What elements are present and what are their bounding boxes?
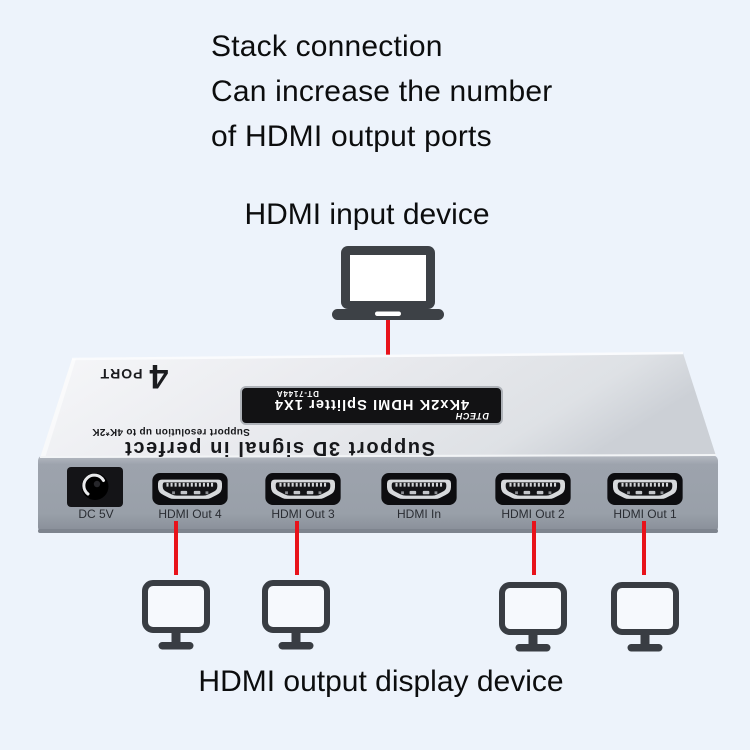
output-device-label: HDMI output display device bbox=[198, 665, 564, 698]
support-line-1: Support 3D signal in perfect bbox=[123, 437, 436, 459]
laptop-icon bbox=[332, 246, 444, 320]
port-label-out4: HDMI Out 4 bbox=[158, 507, 222, 521]
hdmi-port-in bbox=[381, 473, 457, 505]
output-connection-line-2 bbox=[532, 521, 536, 575]
output-connection-line-4 bbox=[174, 521, 178, 575]
support-text: Support 3D signal in perfect Support res… bbox=[57, 425, 436, 459]
headline-line-1: Stack connection bbox=[211, 30, 443, 63]
port-label-out1: HDMI Out 1 bbox=[613, 507, 677, 521]
brand-plate: DTECH 4Kx2K HDMI Splitter 1X4 DT-7144A bbox=[240, 386, 503, 425]
port-label-out2: HDMI Out 2 bbox=[501, 507, 565, 521]
port-label-out3: HDMI Out 3 bbox=[271, 507, 335, 521]
model-number: DT-7144A bbox=[276, 389, 319, 398]
port-count-text: PORT bbox=[99, 366, 143, 382]
input-device-label: HDMI input device bbox=[244, 198, 490, 231]
hdmi-port-out4 bbox=[152, 473, 228, 505]
dc-power-jack bbox=[67, 467, 123, 507]
support-line-2: Support resolution up to 4K*2K bbox=[92, 426, 250, 437]
hdmi-port-out2 bbox=[495, 473, 571, 505]
port-label-in: HDMI In bbox=[396, 507, 441, 521]
brand-logo-text: DTECH bbox=[455, 411, 490, 421]
hdmi-port-out1 bbox=[607, 473, 683, 505]
port-count-badge: 4 PORT bbox=[90, 354, 178, 398]
output-connection-line-1 bbox=[642, 521, 646, 575]
headline-line-3: of HDMI output ports bbox=[211, 120, 492, 153]
port-count-number: 4 bbox=[149, 357, 169, 395]
product-title: 4Kx2K HDMI Splitter 1X4 bbox=[273, 396, 470, 412]
headline-line-2: Can increase the number bbox=[211, 75, 553, 108]
port-label-dc: DC 5V bbox=[78, 507, 114, 521]
headline: Stack connection Can increase the number… bbox=[211, 24, 552, 159]
monitor-icon-4 bbox=[611, 582, 679, 652]
monitor-icon-1 bbox=[142, 580, 210, 650]
monitor-icon-3 bbox=[499, 582, 567, 652]
output-connection-line-3 bbox=[295, 521, 299, 575]
input-connection-line bbox=[386, 320, 390, 377]
hdmi-port-out3 bbox=[265, 473, 341, 505]
monitor-icon-2 bbox=[262, 580, 330, 650]
